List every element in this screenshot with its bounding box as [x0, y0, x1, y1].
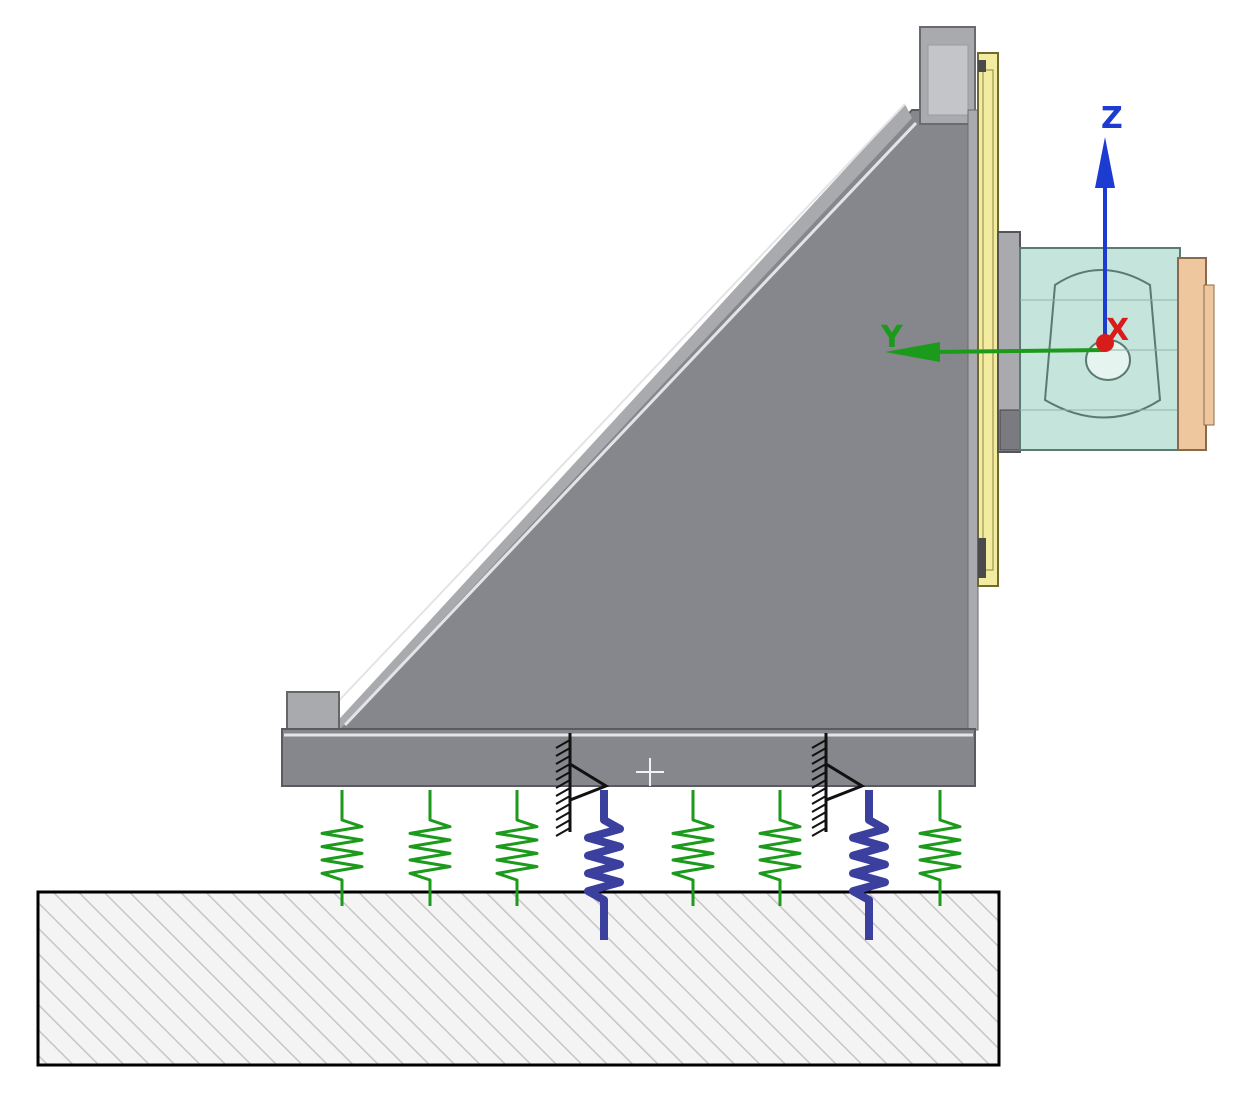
gusset-edge-line-2 — [329, 103, 906, 711]
plate-clamp-top — [978, 60, 986, 72]
mounting-plate-inner — [982, 69, 994, 571]
y-axis-arrowhead — [885, 342, 940, 362]
plate-clamp-bottom — [978, 538, 986, 578]
x-axis-origin-dot — [1096, 334, 1114, 352]
center-mark — [636, 758, 664, 786]
z-axis-arrowhead — [1095, 137, 1115, 188]
gusset-edge-band — [330, 104, 912, 729]
spring-green — [408, 790, 452, 906]
y-axis-line — [929, 348, 1106, 354]
ground-block — [36, 890, 1001, 1067]
bracket-gusset — [335, 109, 976, 730]
x-axis-label: X — [1106, 313, 1129, 348]
spring-green — [320, 790, 364, 906]
gusset-edge-line — [343, 121, 918, 727]
spring-green — [495, 790, 539, 906]
spring-green — [918, 790, 962, 906]
z-axis-label: Z — [1101, 101, 1123, 136]
spring-blue — [849, 790, 889, 940]
spring-blue — [584, 790, 624, 940]
fixed-support — [811, 733, 866, 837]
wall-top-inner — [927, 44, 969, 116]
spring-green — [671, 790, 715, 906]
motor-end-cap — [1177, 257, 1207, 451]
fixed-supports — [555, 733, 866, 837]
base-plate-lip — [286, 691, 340, 733]
wall-right-strip — [967, 109, 979, 731]
spring-green — [758, 790, 802, 906]
y-axis-label: Y — [880, 320, 904, 355]
fixed-support — [555, 733, 610, 837]
motor-end-cap-rim — [1203, 284, 1215, 426]
base-plate — [281, 728, 976, 787]
springs — [320, 790, 962, 940]
coordinate-triad: Z Y X — [880, 101, 1129, 362]
